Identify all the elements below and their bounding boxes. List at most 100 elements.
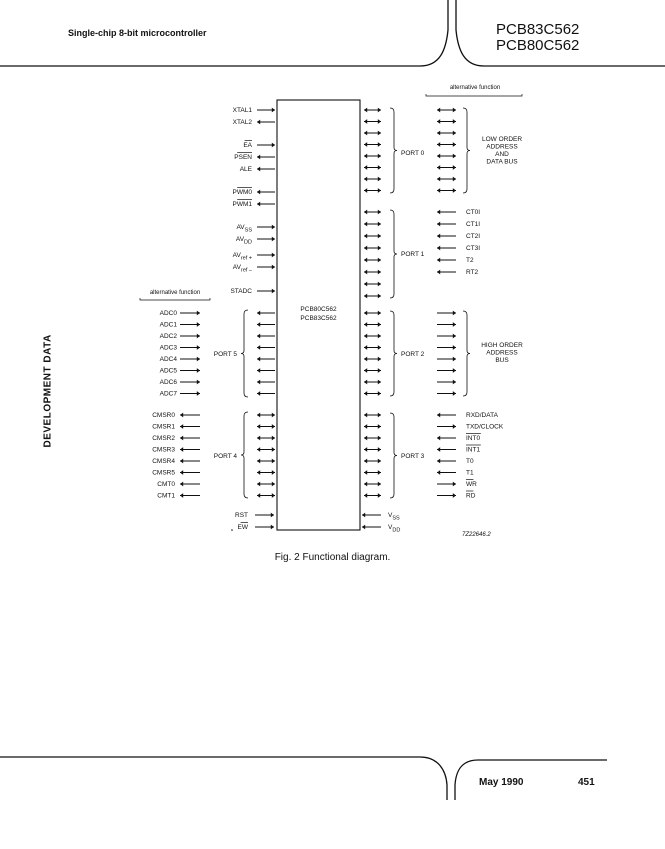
port0-pin-arrow-1-head-right <box>377 119 381 124</box>
port5-pin-arrow-1-head-left <box>257 322 261 327</box>
port4-pin-arrow-0-head-right <box>271 412 275 418</box>
pin-label-1: XTAL2 <box>233 119 253 126</box>
bottom-pin-arrow-1-head-right <box>270 524 274 530</box>
pin-label-3: PSEN <box>234 154 252 161</box>
port0-alt-arrow-5-head-left <box>437 165 441 170</box>
port0-alt-arrow-1-head-right <box>452 119 456 124</box>
port5-alt-arrow-5-head-right <box>196 368 200 373</box>
port3-pin-arrow-0-head-left <box>364 412 368 418</box>
port2-alt-arrow-6-head-right <box>452 379 456 385</box>
port2-pin-arrow-7-head-right <box>377 391 381 396</box>
supply-pin-arrow-1-head-left <box>362 524 366 530</box>
port3-brace <box>389 412 398 499</box>
port2-pin-arrow-2-head-right <box>377 333 381 339</box>
port3-pin-arrow-1-head-left <box>364 424 368 429</box>
port4-alt-label-2: CMSR2 <box>152 435 175 442</box>
port4-alt-label-1: CMSR1 <box>152 424 175 431</box>
header-subtitle: Single-chip 8-bit microcontroller <box>68 28 207 38</box>
port3-alt-label-7: RD <box>466 493 476 500</box>
port3-alt-arrow-3-head-left <box>437 447 441 452</box>
port0-pin-arrow-2-head-right <box>377 130 381 136</box>
port4-pin-arrow-1-head-right <box>271 424 275 429</box>
port3-alt-arrow-1-head-right <box>452 424 456 429</box>
port0-alt-arrow-0-head-right <box>452 107 456 113</box>
pin-label-2: EA <box>243 142 252 149</box>
pin-label-4: ALE <box>240 166 253 173</box>
pin-arrow-9-head-right <box>271 252 275 258</box>
port2-pin-arrow-7-head-left <box>364 391 368 396</box>
port5-alt-label-5: ADC5 <box>160 368 178 375</box>
port4-pin-arrow-6-head-right <box>271 481 275 487</box>
port0-pin-arrow-5-head-right <box>377 165 381 170</box>
port0-pin-arrow-2-head-left <box>364 130 368 136</box>
chip-body <box>276 99 361 531</box>
port4-alt-label-5: CMSR5 <box>152 470 175 477</box>
port1-pin-arrow-1-head-right <box>377 221 381 227</box>
pin-label-8: AVDD <box>236 236 252 246</box>
pin-label-0: XTAL1 <box>233 107 253 114</box>
port3-alt-label-2: INT0 <box>466 435 480 442</box>
port4-alt-label-4: CMSR4 <box>152 458 175 465</box>
port4-alt-arrow-5-head-left <box>180 470 184 475</box>
header-part-number-1: PCB83C562 <box>496 21 580 38</box>
port3-alt-arrow-4-head-left <box>437 458 441 464</box>
port2-pin-arrow-2-head-left <box>364 333 368 339</box>
port3-alt-label-5: T1 <box>466 470 474 477</box>
port2-alt-arrow-5-head-right <box>452 368 456 373</box>
port5-label: PORT 5 <box>214 351 238 358</box>
port3-pin-arrow-5-head-right <box>377 470 381 475</box>
port0-alt-arrow-6-head-right <box>452 176 456 182</box>
port3-alt-label-6: WR <box>466 481 477 488</box>
port0-pin-arrow-3-head-right <box>377 142 381 147</box>
port0-alt-brace <box>462 107 471 194</box>
port5-alt-label-3: ADC3 <box>160 345 178 352</box>
port2-pin-arrow-4-head-left <box>364 356 368 362</box>
pin-arrow-7-head-right <box>271 224 275 230</box>
port1-pin-arrow-0-head-right <box>377 209 381 215</box>
footer-curve-right <box>454 759 607 800</box>
port5-pin-arrow-7-head-left <box>257 391 261 396</box>
port5-brace <box>240 309 249 398</box>
pin-arrow-0-head-right <box>271 107 275 113</box>
pin-label-10: AVref – <box>233 264 253 274</box>
port2-brace <box>389 310 398 397</box>
port1-alt-arrow-3-head-left <box>437 245 441 251</box>
port4-pin-arrow-2-head-right <box>271 435 275 441</box>
port5-alt-label-0: ADC0 <box>160 310 178 317</box>
port2-pin-arrow-1-head-right <box>377 322 381 327</box>
port4-alt-label-0: CMSR0 <box>152 412 175 419</box>
port2-pin-arrow-1-head-left <box>364 322 368 327</box>
port3-alt-arrow-0-head-left <box>437 412 441 418</box>
pin-arrow-6-head-left <box>257 201 261 207</box>
port2-alt-arrow-4-head-right <box>452 356 456 362</box>
port1-alt-label-4: T2 <box>466 257 474 264</box>
port4-alt-label-3: CMSR3 <box>152 447 175 454</box>
pin-label-7: AVSS <box>236 224 252 234</box>
alt-function-right-bracket <box>425 94 523 97</box>
port3-pin-arrow-3-head-left <box>364 447 368 452</box>
port0-pin-arrow-6-head-left <box>364 176 368 182</box>
chip-label-2: PCB83C562 <box>300 315 337 322</box>
port1-alt-label-5: RT2 <box>466 269 479 276</box>
pin-label-5: PWM0 <box>233 189 253 196</box>
port0-label: PORT 0 <box>401 150 425 157</box>
port3-alt-arrow-5-head-left <box>437 470 441 475</box>
pin-arrow-10-head-right <box>271 264 275 270</box>
port3-pin-arrow-7-head-left <box>364 493 368 498</box>
port2-alt-text-1: ADDRESS <box>486 350 518 357</box>
port1-alt-arrow-2-head-left <box>437 233 441 239</box>
port4-pin-arrow-3-head-right <box>271 447 275 452</box>
header-curve-left <box>419 0 449 67</box>
port0-alt-arrow-3-head-left <box>437 142 441 147</box>
port4-pin-arrow-5-head-left <box>257 470 261 475</box>
port1-pin-arrow-0-head-left <box>364 209 368 215</box>
alt-function-left-label: alternative function <box>150 290 200 296</box>
port5-alt-arrow-0-head-right <box>196 310 200 316</box>
port0-alt-text-3: DATA BUS <box>486 159 518 166</box>
port5-alt-label-4: ADC4 <box>160 356 178 363</box>
footer-page-number: 451 <box>578 777 595 788</box>
port3-pin-arrow-6-head-right <box>377 481 381 487</box>
port4-pin-arrow-1-head-left <box>257 424 261 429</box>
alt-function-left-bracket <box>139 298 211 301</box>
